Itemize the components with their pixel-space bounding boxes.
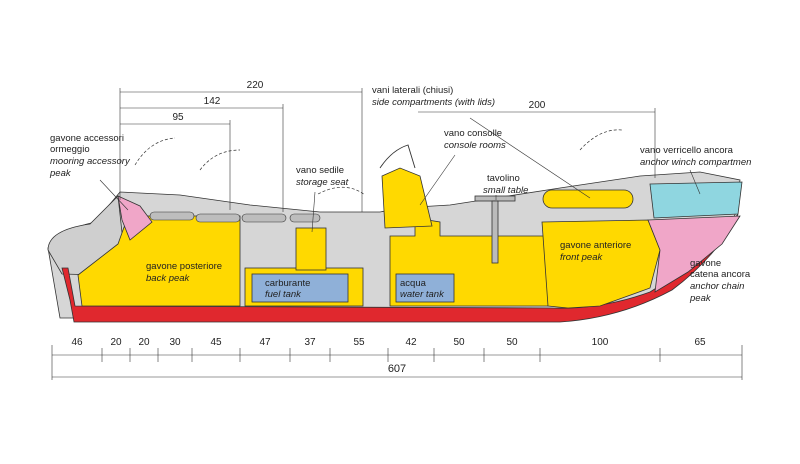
seat-cushions (149, 211, 321, 223)
seat-compartment (295, 227, 327, 271)
label-mooring-3: mooring accessory (50, 156, 131, 167)
label-front-peak-1: gavone anteriore (560, 240, 631, 251)
small-table-leg (491, 200, 499, 264)
fuel-tank (251, 273, 349, 303)
segment-45: 45 (210, 337, 222, 348)
segment-50a: 50 (453, 337, 465, 348)
back-peak-compartment (77, 215, 241, 307)
label-chain-2: catena ancora (690, 269, 751, 280)
label-console-2: console rooms (444, 140, 506, 151)
label-seat-2: storage seat (296, 177, 349, 188)
label-mooring-2: ormeggio (50, 144, 90, 155)
console-windshield (379, 144, 416, 169)
segment-100: 100 (592, 337, 609, 348)
label-front-peak-2: front peak (560, 252, 603, 263)
label-fuel-1: carburante (265, 278, 310, 289)
winch-compartment (649, 181, 743, 219)
dim-200: 200 (529, 100, 546, 111)
label-table-1: tavolino (487, 173, 520, 184)
label-water-2: water tank (400, 289, 445, 300)
label-back-peak-2: back peak (146, 273, 191, 284)
mooring-peak (117, 195, 153, 241)
side-compartment-lid (542, 189, 634, 209)
segment-47: 47 (259, 337, 271, 348)
label-chain-3: anchor chain (690, 281, 744, 292)
label-console-1: vano consolle (444, 128, 502, 139)
label-chain-4: peak (689, 293, 712, 304)
console-body (381, 167, 433, 229)
label-fuel-2: fuel tank (265, 289, 302, 300)
label-table-2: small table (483, 185, 528, 196)
label-leaders (99, 117, 701, 233)
anchor-chain-peak (647, 215, 741, 293)
label-mooring-4: peak (49, 168, 72, 179)
label-side-2: side compartments (with lids) (372, 97, 495, 108)
label-mooring-1: gavone accessori (50, 133, 124, 144)
segment-55: 55 (353, 337, 365, 348)
segment-37: 37 (304, 337, 316, 348)
dim-220: 220 (247, 80, 264, 91)
label-water-1: acqua (400, 278, 427, 289)
segment-50b: 50 (506, 337, 518, 348)
label-side-1: vani laterali (chiusi) (372, 85, 453, 96)
small-table-top (474, 195, 516, 202)
segment-42: 42 (405, 337, 417, 348)
dim-142: 142 (204, 96, 221, 107)
top-dimension-lines (119, 88, 656, 212)
label-chain-1: gavone (690, 258, 721, 269)
dim-95: 95 (172, 112, 184, 123)
label-seat-1: vano sedile (296, 165, 344, 176)
segment-65: 65 (694, 337, 706, 348)
lid-swing-arcs (134, 129, 623, 196)
label-winch-1: vano verricello ancora (640, 145, 734, 156)
label-back-peak-1: gavone posteriore (146, 261, 222, 272)
segment-46: 46 (71, 337, 83, 348)
water-tank (395, 273, 455, 303)
bottom-dimension-lines (51, 345, 743, 380)
label-winch-2: anchor winch compartmen (640, 157, 751, 168)
segment-30: 30 (169, 337, 181, 348)
segment-20b: 20 (138, 337, 150, 348)
segment-20a: 20 (110, 337, 122, 348)
total-length: 607 (388, 363, 406, 375)
